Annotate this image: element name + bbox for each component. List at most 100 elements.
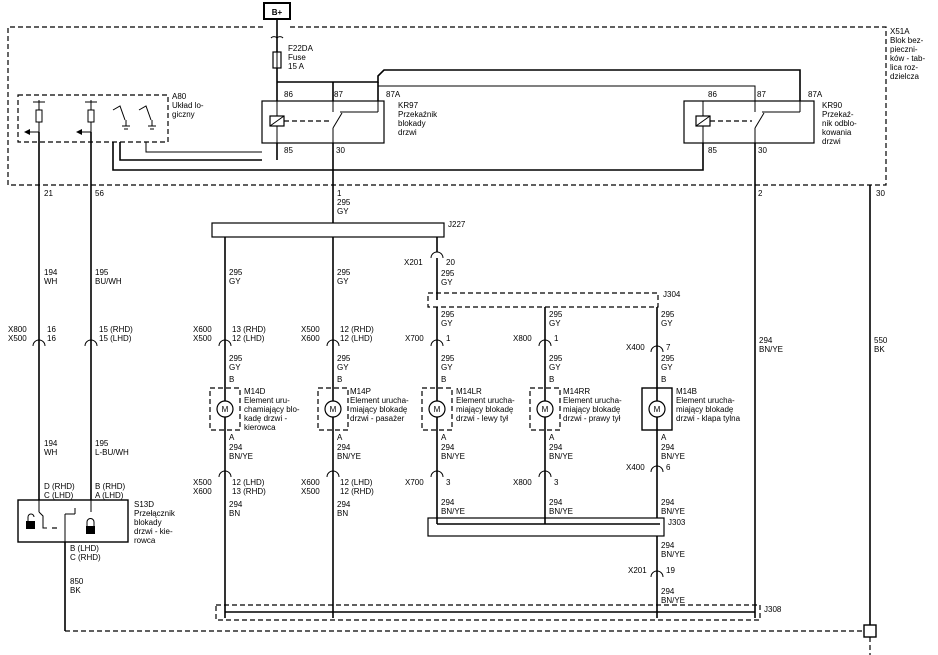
svg-text:12 (LHD): 12 (LHD)	[232, 478, 265, 487]
svg-text:D (RHD): D (RHD)	[44, 482, 75, 491]
svg-text:B+: B+	[272, 8, 283, 17]
svg-text:295: 295	[229, 354, 243, 363]
svg-text:15 (RHD): 15 (RHD)	[99, 325, 133, 334]
svg-text:GY: GY	[337, 207, 349, 216]
a80-to-kr90-wire	[112, 142, 704, 171]
svg-text:X400: X400	[626, 343, 645, 352]
svg-text:drzwi - lewy tył: drzwi - lewy tył	[456, 414, 508, 423]
svg-text:295: 295	[337, 198, 351, 207]
svg-text:850: 850	[70, 577, 84, 586]
svg-text:294: 294	[549, 498, 563, 507]
svg-text:chamiający blo-: chamiający blo-	[244, 405, 300, 414]
svg-text:BN/YE: BN/YE	[759, 345, 783, 354]
svg-text:GY: GY	[661, 319, 673, 328]
svg-text:295: 295	[661, 354, 675, 363]
svg-text:Element urucha-: Element urucha-	[456, 396, 515, 405]
svg-text:J303: J303	[668, 518, 686, 527]
svg-text:A: A	[229, 433, 235, 442]
ground-bus	[65, 624, 877, 655]
svg-text:Blok bez-: Blok bez-	[890, 36, 924, 45]
svg-text:kadę drzwi -: kadę drzwi -	[244, 414, 287, 423]
svg-text:X600: X600	[193, 487, 212, 496]
svg-text:BN/YE: BN/YE	[661, 507, 685, 516]
wire-below-j303: 294 BN/YE X201 19 294 BN/YE	[628, 541, 685, 605]
a80-sense-wire	[145, 142, 262, 153]
svg-text:BN/YE: BN/YE	[441, 507, 465, 516]
svg-text:15 (LHD): 15 (LHD)	[99, 334, 132, 343]
module-x51a-outline	[7, 26, 887, 186]
battery-supply: B+	[263, 2, 291, 38]
svg-text:13 (RHD): 13 (RHD)	[232, 487, 266, 496]
svg-text:195: 195	[95, 268, 109, 277]
actuator-m14rr: B M A M14RR Element urucha- miający blok…	[529, 375, 622, 442]
svg-text:X800: X800	[513, 334, 532, 343]
svg-text:Element urucha-: Element urucha-	[563, 396, 622, 405]
svg-text:rowca: rowca	[134, 536, 156, 545]
wire-850-bk: 850 BK	[64, 542, 84, 631]
splice-j308: J308	[215, 604, 782, 621]
svg-text:294: 294	[661, 541, 675, 550]
splice-j227: J227	[211, 220, 466, 238]
svg-text:M14P: M14P	[350, 387, 371, 396]
svg-text:19: 19	[666, 566, 675, 575]
svg-text:GY: GY	[661, 363, 673, 372]
svg-text:1: 1	[554, 334, 559, 343]
svg-text:16: 16	[47, 334, 56, 343]
actuator-m14d: B M A M14D Element uru- chamiający blo- …	[209, 375, 300, 442]
svg-text:294: 294	[549, 443, 563, 452]
svg-text:drzwi - kie-: drzwi - kie-	[134, 527, 173, 536]
svg-text:X600: X600	[193, 325, 212, 334]
svg-text:BU/WH: BU/WH	[95, 277, 122, 286]
svg-text:295: 295	[441, 310, 455, 319]
svg-text:M: M	[654, 405, 661, 414]
connectors-bottom-row: X500 X600 12 (LHD) 13 (RHD) X600 X500 12…	[193, 463, 671, 496]
svg-text:295: 295	[549, 354, 563, 363]
svg-text:miający blokadę: miający blokadę	[676, 405, 734, 414]
svg-text:295: 295	[337, 354, 351, 363]
svg-text:ków - tab-: ków - tab-	[890, 54, 925, 63]
svg-text:1: 1	[337, 189, 342, 198]
column-wire-labels-low: 294 BN/YE 294 BN/YE 294 BN/YE 294 BN/YE …	[229, 443, 685, 461]
svg-text:7: 7	[666, 343, 671, 352]
svg-text:Przekaźnik: Przekaźnik	[398, 110, 438, 119]
svg-text:BK: BK	[70, 586, 81, 595]
svg-text:294: 294	[661, 443, 675, 452]
svg-text:294: 294	[441, 443, 455, 452]
svg-text:GY: GY	[549, 363, 561, 372]
svg-text:F22DA: F22DA	[288, 44, 314, 53]
svg-text:X800: X800	[513, 478, 532, 487]
relay-kr90: 86 87 87A 85 30 KR90 Przekaź- nik odblo-…	[683, 90, 857, 155]
svg-text:BN/YE: BN/YE	[549, 507, 573, 516]
svg-text:drzwi: drzwi	[822, 137, 841, 146]
module-x51a-label: X51A Blok bez- pieczni- ków - tab- lica …	[890, 27, 925, 81]
svg-text:X700: X700	[405, 478, 424, 487]
svg-text:195: 195	[95, 439, 109, 448]
svg-text:WH: WH	[44, 277, 58, 286]
svg-text:M14B: M14B	[676, 387, 697, 396]
svg-text:J308: J308	[764, 605, 782, 614]
svg-text:miający blokadę: miający blokadę	[456, 405, 514, 414]
svg-text:Przełącznik: Przełącznik	[134, 509, 176, 518]
svg-text:B: B	[337, 375, 342, 384]
svg-text:Element urucha-: Element urucha-	[350, 396, 409, 405]
svg-text:GY: GY	[337, 363, 349, 372]
svg-text:15 A: 15 A	[288, 62, 305, 71]
svg-text:2: 2	[758, 189, 763, 198]
svg-text:X201: X201	[404, 258, 423, 267]
supply-bus	[276, 69, 801, 101]
svg-text:BN/YE: BN/YE	[661, 452, 685, 461]
svg-text:X201: X201	[628, 566, 647, 575]
svg-text:X800: X800	[8, 325, 27, 334]
svg-text:30: 30	[758, 146, 767, 155]
relay-87-cross-wire	[378, 85, 756, 101]
svg-text:12 (LHD): 12 (LHD)	[232, 334, 265, 343]
svg-text:M14D: M14D	[244, 387, 266, 396]
svg-text:85: 85	[708, 146, 717, 155]
svg-text:Fuse: Fuse	[288, 53, 306, 62]
svg-text:C (RHD): C (RHD)	[70, 553, 101, 562]
svg-text:13 (RHD): 13 (RHD)	[232, 325, 266, 334]
svg-text:30: 30	[876, 189, 885, 198]
svg-text:M14LR: M14LR	[456, 387, 482, 396]
svg-text:550: 550	[874, 336, 888, 345]
wire-295-gy-main: 295 GY	[332, 143, 351, 228]
